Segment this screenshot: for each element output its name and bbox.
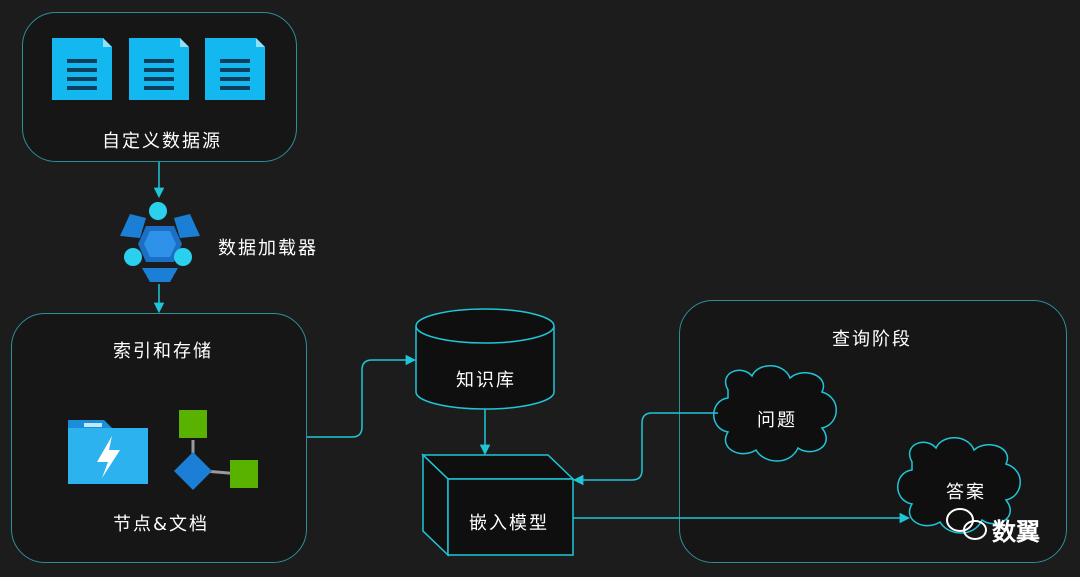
cube-icon	[421, 453, 575, 557]
cylinder-icon	[415, 308, 555, 410]
answer-label: 答案	[946, 482, 986, 503]
embedding-model-label: 嵌入模型	[469, 513, 549, 534]
cloud-icon	[897, 437, 1021, 534]
index-storage-label: 索引和存储	[113, 341, 213, 362]
node-graph-icon	[174, 410, 258, 490]
data-loader-icon	[120, 202, 200, 282]
loader-label: 数据加载器	[218, 238, 318, 259]
query-stage-label: 查询阶段	[832, 329, 912, 350]
folder-lightning-icon	[68, 420, 148, 484]
index-storage-panel	[11, 313, 307, 563]
document-icon	[52, 38, 112, 100]
knowledge-base-label: 知识库	[456, 370, 516, 391]
document-icon	[129, 38, 189, 100]
document-icon	[205, 38, 265, 100]
question-to-model-arrow	[572, 412, 718, 486]
wechat-icon	[946, 508, 987, 540]
index-to-kb-arrow	[307, 354, 417, 438]
cloud-icon	[713, 365, 837, 462]
custom-source-label: 自定义数据源	[102, 131, 222, 152]
watermark-text: 数翼	[992, 518, 1040, 546]
nodes-docs-label: 节点&文档	[113, 514, 210, 535]
question-label: 问题	[757, 410, 797, 431]
